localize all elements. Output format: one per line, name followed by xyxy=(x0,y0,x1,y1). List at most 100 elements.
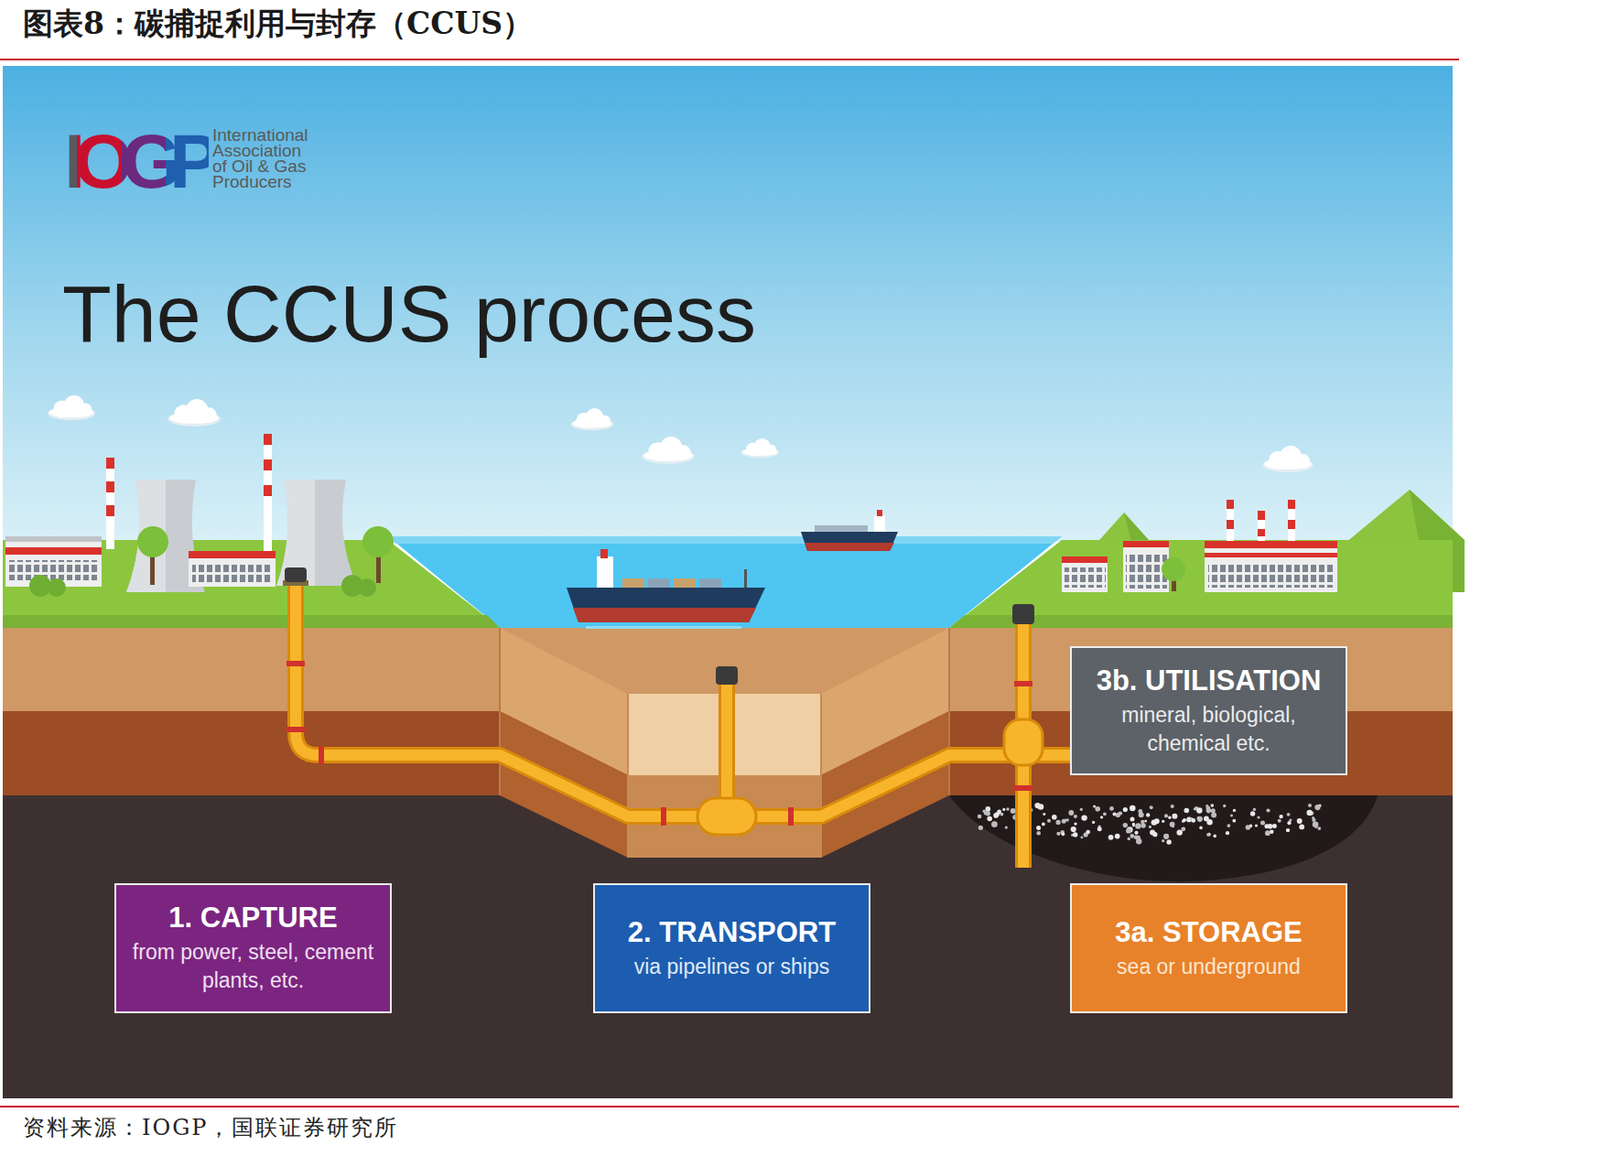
pipe-capsule xyxy=(697,798,757,835)
factory xyxy=(1123,540,1169,548)
figure-title: 图表8：碳捕捉利用与封存（CCUS） xyxy=(22,3,533,44)
stored-co2-dot xyxy=(1144,820,1147,823)
wellhead-cap xyxy=(1012,604,1035,625)
ship xyxy=(673,578,696,588)
stored-co2-dot xyxy=(1097,826,1103,832)
factory xyxy=(1125,551,1168,589)
stored-co2-dot xyxy=(1102,811,1107,816)
stored-co2-dot xyxy=(1010,808,1017,814)
factory xyxy=(1257,510,1265,544)
stored-co2-dot xyxy=(1260,821,1265,826)
factory xyxy=(263,459,272,471)
stored-co2-dot xyxy=(1312,821,1319,828)
stored-co2-dot xyxy=(1129,805,1136,812)
stored-co2-dot xyxy=(1138,811,1145,818)
stored-co2-dot xyxy=(1154,818,1160,824)
stored-co2-dot xyxy=(1061,832,1066,836)
stored-co2-dot xyxy=(1115,812,1121,818)
factory xyxy=(106,457,115,550)
stored-co2-dot xyxy=(1094,806,1101,812)
factory xyxy=(1257,529,1265,537)
cloud xyxy=(741,438,779,458)
factory xyxy=(1061,499,1338,593)
pipeline xyxy=(721,677,733,817)
factory xyxy=(276,479,357,586)
stored-co2-dot xyxy=(996,810,1002,815)
stored-co2-dot xyxy=(1167,816,1171,820)
stored-co2-dot xyxy=(1317,826,1321,831)
diagram-heading: The CCUS process xyxy=(62,268,757,360)
stored-co2-dot xyxy=(1070,826,1077,833)
stored-co2-dot xyxy=(1135,838,1142,844)
stored-co2-dot xyxy=(1140,822,1146,829)
ship xyxy=(596,556,614,588)
transport-box: 2. TRANSPORTvia pipelines or ships xyxy=(593,883,871,1014)
factory xyxy=(188,551,276,587)
capture-box: 1. CAPTUREfrom power, steel, cement plan… xyxy=(114,883,392,1014)
stored-co2-dot xyxy=(1184,808,1190,814)
pipe-joint xyxy=(1014,785,1033,791)
ship xyxy=(566,509,898,629)
factory xyxy=(1064,567,1106,588)
stored-co2-dot xyxy=(1253,808,1256,811)
ship xyxy=(874,515,886,532)
stored-co2-dot xyxy=(1100,815,1103,819)
stored-co2-dot xyxy=(1041,822,1046,827)
box-body: sea or underground xyxy=(1116,952,1301,982)
stored-co2-dot xyxy=(1108,834,1114,841)
factory xyxy=(9,560,99,581)
stored-co2-dot xyxy=(1311,818,1316,822)
stored-co2-dot xyxy=(991,821,998,828)
trench-edge xyxy=(948,627,951,796)
stored-co2-dot xyxy=(1182,818,1187,822)
stored-co2-dot xyxy=(1042,812,1046,816)
stored-co2-dot xyxy=(1002,808,1006,811)
pipe-capsule xyxy=(1004,719,1043,766)
stored-co2-dot xyxy=(1225,831,1230,835)
stored-co2-dot xyxy=(1134,835,1139,841)
factory xyxy=(263,485,272,497)
stored-co2-dot xyxy=(1286,821,1291,825)
factory xyxy=(1287,499,1296,509)
tree xyxy=(29,526,394,597)
stored-co2-dot xyxy=(1196,807,1202,813)
stored-co2-dot xyxy=(1056,832,1060,836)
wellhead-cap xyxy=(282,567,1035,685)
stored-co2-dot xyxy=(1207,832,1211,837)
factory xyxy=(1208,562,1335,588)
factory xyxy=(1287,519,1296,530)
stored-co2-dot xyxy=(1145,812,1150,817)
box-body: via pipelines or ships xyxy=(634,952,831,982)
trench-edge xyxy=(498,627,501,796)
box-heading: 3b. UTILISATION xyxy=(1096,664,1322,698)
stored-co2-dot xyxy=(1230,814,1233,818)
tree xyxy=(1161,557,1186,582)
ship xyxy=(566,587,766,623)
stored-co2-dot xyxy=(1123,822,1128,828)
stored-co2-dot xyxy=(1152,832,1157,837)
stored-co2-dot xyxy=(1314,804,1320,811)
factory xyxy=(1226,499,1234,544)
stored-co2-dot xyxy=(1051,814,1058,821)
tree xyxy=(47,578,66,597)
factory xyxy=(1061,556,1108,563)
stored-co2-dot xyxy=(1132,824,1136,828)
stored-co2-dot xyxy=(1114,833,1121,840)
trench-edge xyxy=(627,693,629,858)
stored-co2-dot xyxy=(1206,832,1211,837)
sky xyxy=(2,65,1453,542)
box-body: from power, steel, cement plants, etc. xyxy=(125,938,381,995)
stored-co2-dot xyxy=(1123,807,1128,812)
stored-co2-dot xyxy=(1210,803,1215,808)
stored-co2-dot xyxy=(1193,807,1197,811)
stored-co2-dot xyxy=(1091,821,1095,824)
stored-co2-dot xyxy=(1227,823,1232,828)
stored-co2-dot xyxy=(1286,812,1291,817)
tree xyxy=(362,526,394,558)
box-heading: 1. CAPTURE xyxy=(168,901,337,935)
stored-co2-dot xyxy=(1130,817,1136,822)
stored-co2-dot xyxy=(1265,808,1270,812)
factory xyxy=(5,536,102,542)
stored-co2-dot xyxy=(1080,808,1083,811)
